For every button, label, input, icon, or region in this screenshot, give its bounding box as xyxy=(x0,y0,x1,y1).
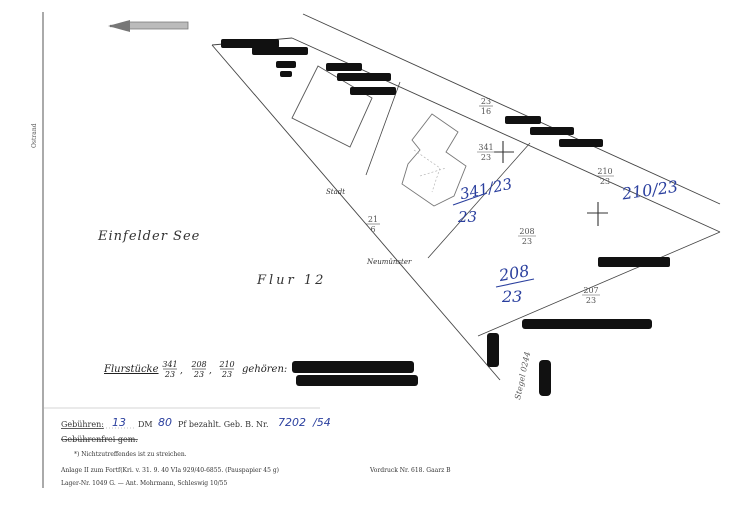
north-arrow-icon xyxy=(108,20,189,32)
pf-amount: 80 xyxy=(158,416,172,429)
road-line-upper xyxy=(302,13,721,205)
parcel-207-num: 207 xyxy=(583,286,598,295)
parcel-divider-2 xyxy=(427,142,531,259)
flurstueck-2-num: 208 xyxy=(190,360,206,369)
hand-341-den: 23 xyxy=(457,208,477,226)
parcel-divider-1 xyxy=(365,81,401,176)
stegel-label: Stegel 0244 xyxy=(513,351,532,401)
lake-label: Einfelder See xyxy=(97,229,200,244)
parcel-divider-3 xyxy=(477,231,721,337)
parcel-23-16-num: 23 xyxy=(481,97,491,106)
parcel-labels: 21 6 23 16 341 23 210 23 208 23 207 23 xyxy=(366,97,614,305)
svg-text:,: , xyxy=(209,366,212,376)
flurstuecke-suffix: gehören: xyxy=(242,364,287,375)
anlage-line: Anlage II zum Fortf(Kri. v. 31. 9. 40 VI… xyxy=(60,467,279,474)
gebuehren-label: Gebühren: xyxy=(61,420,104,429)
hand-341-num: 341/23 xyxy=(458,175,513,204)
road-line-lower xyxy=(291,37,721,233)
hand-208-num: 208 xyxy=(496,261,530,285)
gebuehrenfrei-line: Gebührenfrei gem. xyxy=(61,435,138,444)
parcel-208-num: 208 xyxy=(519,227,534,236)
parcel-208-den: 23 xyxy=(522,237,532,246)
footnote: *) Nichtzutreffendes ist zu streichen. xyxy=(74,451,187,458)
flurstuecke-prefix: Flurstücke xyxy=(103,364,159,375)
flurstueck-3-den: 23 xyxy=(221,370,232,379)
lager-line: Lager-Nr. 1049 G. — Ant. Mohrmann, Schle… xyxy=(61,480,227,487)
parcel-21-den: 6 xyxy=(370,225,375,234)
parcel-boundary-west xyxy=(211,44,501,381)
dm-label: DM xyxy=(138,420,153,429)
cross-mark-1 xyxy=(494,141,514,163)
pf-text: Pf bezahlt. Geb. B. Nr. xyxy=(178,420,269,429)
cross-mark-2 xyxy=(587,202,608,226)
flurstueck-3-num: 210 xyxy=(218,360,234,369)
parcel-341-num: 341 xyxy=(478,143,493,152)
building-outline-2 xyxy=(401,113,467,207)
flur-label: Flur 12 xyxy=(256,273,326,288)
hand-208-den: 23 xyxy=(501,287,522,306)
flurstuecke-statement: Flurstücke 341 23 , 208 23 , 210 23 gehö… xyxy=(103,360,287,379)
geb-nr-suffix: /54 xyxy=(312,416,331,429)
footer-form: Gebühren: 13 DM 80 Pf bezahlt. Geb. B. N… xyxy=(60,416,451,487)
stadt-label: Stadt xyxy=(326,188,345,196)
gebuehren-amount: 13 xyxy=(112,416,126,429)
vordruck-line: Vordruck Nr. 618. Gaarz B xyxy=(369,467,451,474)
redaction-marks xyxy=(221,39,670,396)
parcel-21-num: 21 xyxy=(368,215,378,224)
hand-210-label: 210/23 xyxy=(620,177,679,204)
parcel-210-den: 23 xyxy=(600,177,610,186)
geb-nr: 7202 xyxy=(278,416,306,429)
handwritten-annotations: 341/23 23 210/23 208 23 xyxy=(452,175,679,306)
flurstueck-1-den: 23 xyxy=(164,370,175,379)
parcel-207-den: 23 xyxy=(586,296,596,305)
flurstueck-2-den: 23 xyxy=(193,370,204,379)
building-hatching xyxy=(413,149,447,193)
flurstueck-1-num: 341 xyxy=(162,360,177,369)
parcel-210-num: 210 xyxy=(597,167,612,176)
parcel-23-16-den: 16 xyxy=(481,107,491,116)
parcel-341-den: 23 xyxy=(481,153,491,162)
town-label: Neumünster xyxy=(366,258,412,266)
svg-text:,: , xyxy=(180,366,183,376)
margin-label: Ostrand xyxy=(31,123,38,148)
